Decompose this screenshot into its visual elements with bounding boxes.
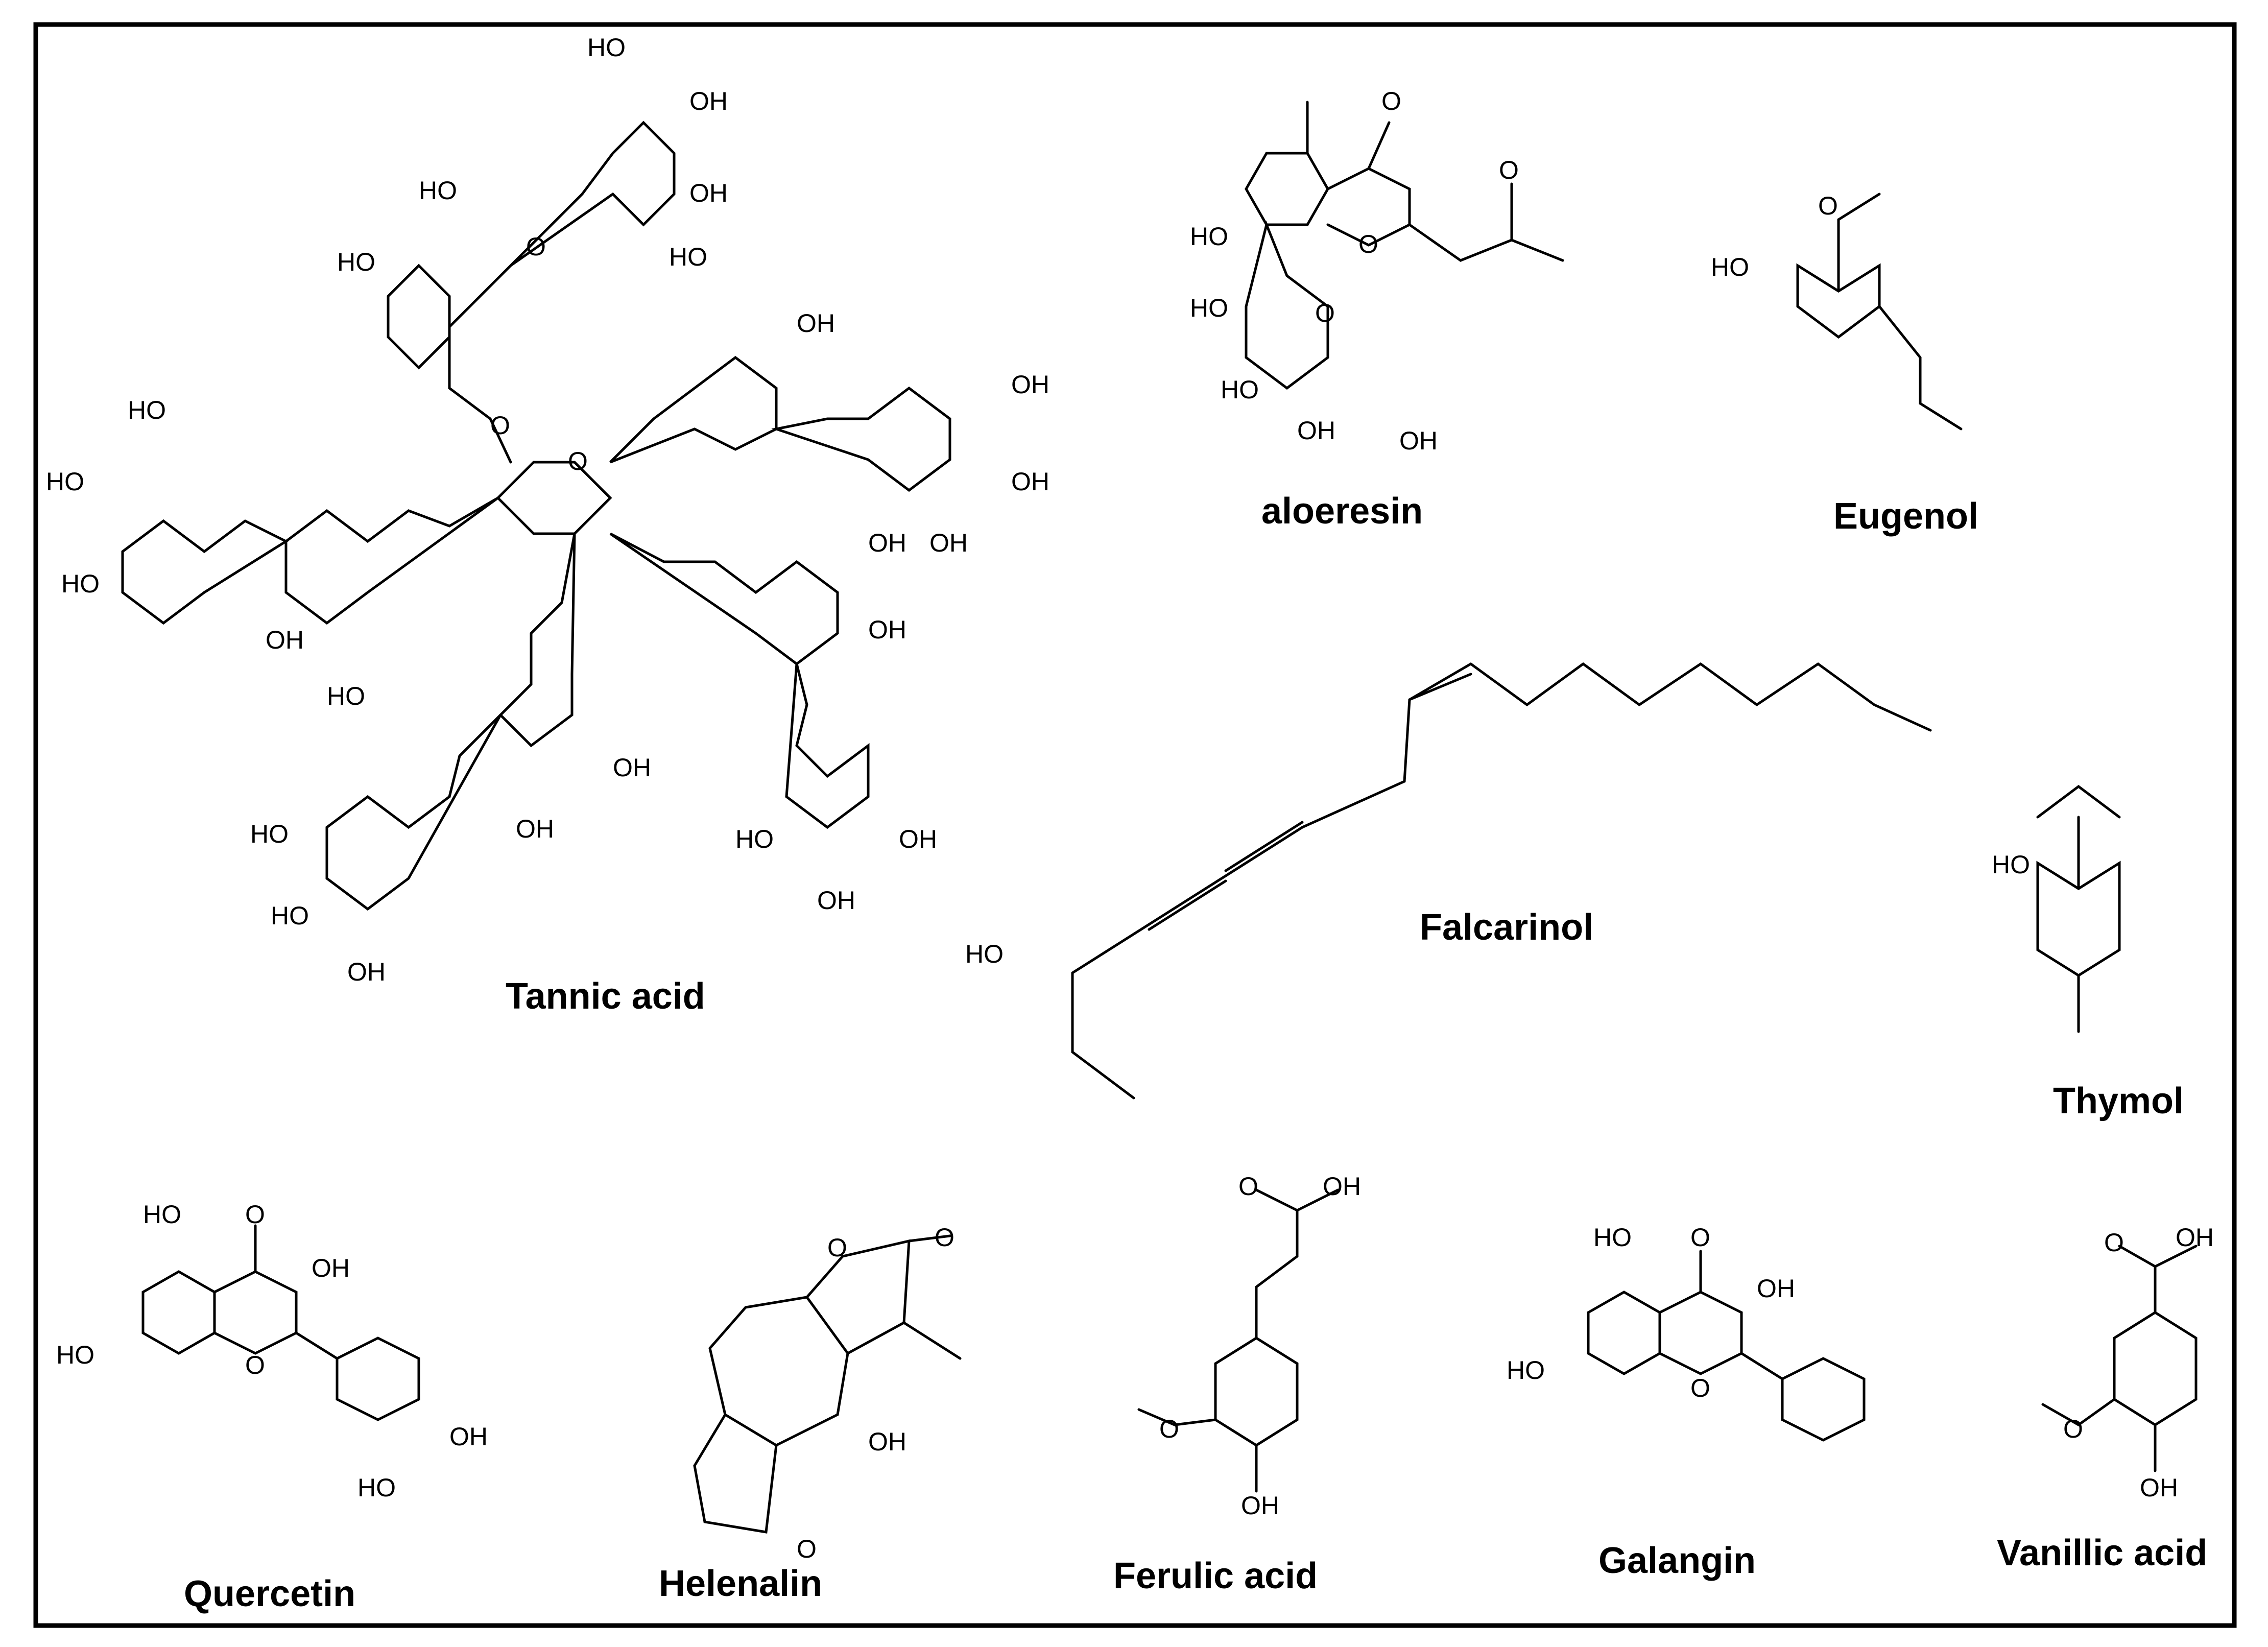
falcarinol-label: Falcarinol: [1420, 907, 1593, 948]
atom-label: OH: [797, 309, 835, 338]
atom-label: O: [490, 411, 510, 440]
atom-label: HO: [587, 33, 626, 62]
atom-label: HO: [250, 820, 289, 848]
atom-label: OH: [868, 1427, 906, 1456]
atom-label: O: [797, 1535, 817, 1563]
atom-label: HO: [271, 901, 309, 930]
eugenol-label: Eugenol: [1833, 496, 1978, 537]
atom-label: OH: [613, 753, 651, 782]
atom-label: OH: [1241, 1491, 1279, 1520]
atom-label: HO: [1593, 1223, 1632, 1252]
atom-label: HO: [1992, 850, 2030, 879]
atom-label: OH: [689, 87, 728, 115]
atom-label: O: [1818, 192, 1838, 220]
atom-label: HO: [337, 248, 375, 276]
atom-label: HO: [735, 825, 774, 853]
atom-label: OH: [868, 529, 906, 557]
atom-label: OH: [312, 1254, 350, 1282]
atom-label: OH: [689, 179, 728, 207]
atom-label: HO: [1190, 222, 1228, 251]
atom-label: O: [1315, 299, 1335, 327]
atom-label: OH: [1323, 1172, 1361, 1201]
tannic-acid-label: Tannic acid: [506, 976, 705, 1017]
atom-label: O: [1690, 1374, 1710, 1402]
atom-label: O: [2104, 1228, 2124, 1257]
atom-label: OH: [2140, 1473, 2178, 1502]
atom-label: HO: [1507, 1356, 1545, 1385]
vanillic-acid-label: Vanillic acid: [1997, 1533, 2207, 1573]
falcarinol-structure: HO: [965, 662, 1932, 1100]
atom-label: HO: [965, 940, 1004, 968]
quercetin-label: Quercetin: [184, 1573, 355, 1614]
atom-label: HO: [327, 682, 365, 710]
ferulic-acid-label: Ferulic acid: [1113, 1556, 1318, 1596]
tannic-acid-structure: O O O HO OH OH HO HO HO OH OH OH OH HO H…: [46, 33, 1049, 986]
atom-label: OH: [899, 825, 937, 853]
atom-label: HO: [1190, 294, 1228, 322]
atom-label: OH: [347, 958, 386, 986]
atom-label: OH: [817, 886, 855, 915]
atom-label: O: [568, 447, 588, 475]
aloeresin-structure: O O O O HO HO HO OH OH: [1190, 87, 1564, 455]
atom-label: HO: [56, 1341, 94, 1369]
atom-label: O: [1238, 1172, 1258, 1201]
atom-label: OH: [266, 626, 304, 654]
atom-label: O: [1381, 87, 1401, 115]
atom-label: HO: [357, 1473, 396, 1502]
atom-label: OH: [449, 1422, 488, 1451]
helenalin-label: Helenalin: [659, 1563, 822, 1604]
eugenol-structure: O HO: [1711, 192, 1963, 431]
galangin-structure: O O HO OH HO: [1507, 1223, 1866, 1442]
atom-label: HO: [669, 243, 707, 271]
thymol-label: Thymol: [2053, 1081, 2184, 1121]
atom-label: O: [1358, 230, 1378, 258]
atom-label: HO: [46, 467, 84, 496]
aloeresin-label: aloeresin: [1261, 491, 1423, 532]
atom-label: OH: [2176, 1223, 2214, 1252]
galangin-label: Galangin: [1598, 1540, 1756, 1581]
atom-label: O: [935, 1223, 954, 1252]
atom-label: OH: [1011, 467, 1049, 496]
figure-frame: [33, 22, 2237, 1628]
atom-label: O: [1499, 156, 1519, 184]
helenalin-structure: O O O OH: [693, 1223, 962, 1563]
atom-label: OH: [868, 615, 906, 644]
atom-label: O: [2063, 1415, 2083, 1443]
quercetin-structure: O O HO OH HO OH HO: [56, 1200, 488, 1502]
atom-label: O: [827, 1233, 847, 1262]
atom-label: OH: [1011, 370, 1049, 399]
atom-label: HO: [143, 1200, 181, 1229]
atom-label: OH: [516, 815, 554, 843]
atom-label: HO: [1221, 375, 1259, 404]
thymol-structure: HO: [1992, 784, 2121, 1033]
atom-label: OH: [1757, 1274, 1795, 1303]
vanillic-acid-structure: O O OH OH: [2041, 1223, 2214, 1502]
atom-label: HO: [1711, 253, 1749, 281]
atom-label: HO: [419, 176, 457, 205]
atom-label: O: [526, 232, 546, 261]
atom-label: O: [1159, 1415, 1179, 1443]
ferulic-acid-structure: O O OH OH: [1137, 1172, 1361, 1520]
atom-label: OH: [1297, 416, 1335, 445]
atom-label: O: [245, 1351, 265, 1379]
atom-label: OH: [1399, 426, 1438, 455]
atom-label: HO: [128, 396, 166, 424]
atom-label: O: [1690, 1223, 1710, 1252]
atom-label: OH: [929, 529, 968, 557]
atom-label: HO: [61, 569, 100, 598]
atom-label: O: [245, 1200, 265, 1229]
